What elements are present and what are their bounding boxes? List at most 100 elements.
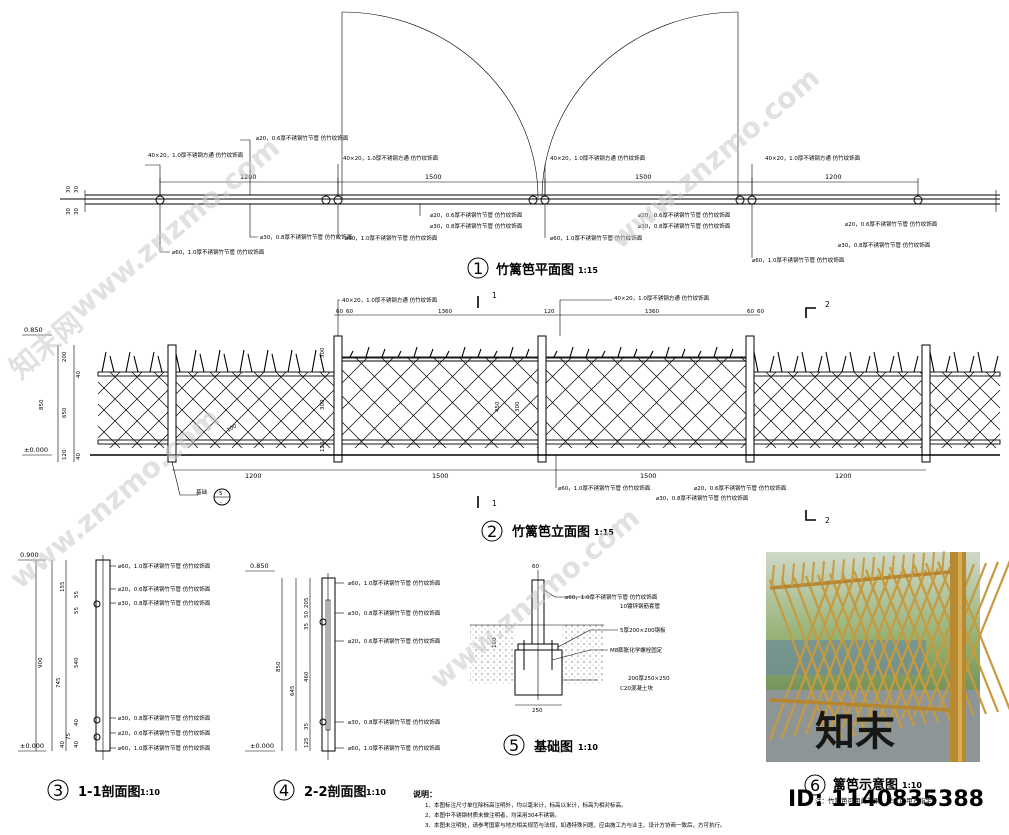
plan-callout-pipe20-4: ⌀20，0.6厚不锈钢竹节管 仿竹纹饰面 <box>845 220 938 228</box>
elev-left-dim-4: 650 <box>62 407 68 418</box>
plan-title-scale: 1:15 <box>578 266 598 275</box>
lattice-bar <box>929 425 953 449</box>
photo-bamboo <box>931 552 935 576</box>
lattice-bar <box>831 371 909 449</box>
elev-left-dim-5: 120 <box>62 449 68 460</box>
lattice-bar <box>97 371 121 395</box>
sec2-title-num: 4 <box>279 781 289 800</box>
lattice-bar <box>397 350 402 358</box>
photo-bamboo <box>791 563 795 587</box>
photo-bamboo <box>821 560 825 585</box>
sec2-dim-7: 35 <box>304 723 310 730</box>
lattice-bar <box>175 353 181 373</box>
lattice-bar <box>432 356 525 449</box>
sec1-title: 1-1剖面图 <box>78 784 141 800</box>
lattice-bar <box>809 371 887 449</box>
photo-bamboo <box>876 567 940 723</box>
elev-dim-top-1: 60 <box>336 309 343 315</box>
sec1-dim-2: 55 <box>74 591 80 598</box>
soil-left <box>470 625 515 685</box>
lattice-bar <box>319 353 325 373</box>
lattice-bar <box>271 353 277 373</box>
lattice-bar <box>297 411 335 449</box>
plan-dim-4: 1200 <box>825 173 842 181</box>
lattice-bar <box>275 389 335 449</box>
lattice-bar <box>445 350 450 358</box>
lattice-bar <box>889 355 895 373</box>
lattice-bar <box>985 433 1001 449</box>
plan-callout-pipe30-2: ⌀30，0.8厚不锈钢竹节管 仿竹纹饰面 <box>430 222 523 230</box>
sec2-callout-4: ⌀30，0.8厚不锈钢竹节管 仿竹纹饰面 <box>348 718 441 726</box>
lattice-bar <box>929 351 935 373</box>
photo-fence <box>768 551 1009 741</box>
lattice-bar <box>853 379 923 449</box>
elev-dim-top-4: 120 <box>544 309 555 315</box>
lattice-bar <box>493 350 498 358</box>
foundation-detail: 60 150 250 ⌀60，1.0厚不锈钢竹节管 仿竹纹饰面 10镀锌钢筋套管… <box>470 564 670 756</box>
lattice-bar <box>295 353 301 373</box>
lattice-bar <box>380 356 473 449</box>
photo-bamboo <box>840 571 904 729</box>
plan-callout-pipe20-3: ⌀20，0.6厚不锈钢竹节管 仿竹纹饰面 <box>638 211 731 219</box>
lattice-bar <box>545 356 625 436</box>
plan-callout-pipe30-1: ⌀30，0.8厚不锈钢竹节管 仿竹纹饰面 <box>260 233 353 241</box>
lattice-bar <box>484 394 539 449</box>
lattice-bar <box>97 371 165 439</box>
photo-bamboo <box>771 564 775 589</box>
lattice-bar <box>97 425 121 449</box>
sec1-dim-10: 40 <box>74 741 80 748</box>
photo-bamboo <box>871 556 875 581</box>
lattice-bar <box>525 348 530 358</box>
lattice-bar <box>175 371 221 417</box>
door-swing-left <box>341 11 539 199</box>
elev-left-dim-2: 40 <box>76 371 82 378</box>
photo-bamboo <box>781 564 785 588</box>
lattice-bar <box>109 389 169 449</box>
lattice-bar <box>319 433 335 449</box>
lattice-bar <box>311 349 317 373</box>
concrete-block <box>514 649 563 696</box>
lattice-bar <box>187 371 265 449</box>
sec1-level-bottom: ±0.000 <box>20 742 44 750</box>
lattice-bar <box>787 371 865 449</box>
photo-bamboo <box>861 557 865 581</box>
lattice-bar <box>793 355 799 373</box>
elevation-view: 0.850 ±0.000 200 40 850 650 120 40 60 60… <box>22 291 1001 542</box>
lattice-bar <box>941 389 1001 449</box>
lattice-bar <box>458 356 539 437</box>
lattice-bar <box>865 355 871 373</box>
lattice-bar <box>913 355 919 373</box>
lattice-bar <box>849 351 855 373</box>
sec2-dim-4: 850 <box>276 661 282 672</box>
found-dim-top: 60 <box>532 564 539 570</box>
elev-left-dim-3: 850 <box>39 399 45 410</box>
lattice-bar <box>510 420 539 449</box>
lattice-bar <box>649 350 654 358</box>
lattice-bar <box>633 348 638 358</box>
lattice-bar <box>97 403 143 449</box>
elev-dim-bottom-2: 1500 <box>432 472 449 480</box>
section-1-1: 0.900 ±0.000 155 55 55 40 900 540 745 40… <box>18 551 211 801</box>
lattice-bar <box>688 356 747 415</box>
sec1-level-top: 0.900 <box>20 551 39 559</box>
plan-view: 1200 1500 1500 1200 30 30 30 30 40×20，1.… <box>60 11 1000 279</box>
lattice-bar <box>109 355 115 373</box>
photo-bamboo <box>941 551 945 575</box>
plan-title: 竹篱笆平面图 <box>495 262 574 278</box>
elev-inner-d: 450 <box>495 401 501 412</box>
elev-callout-pipe60: ⌀60，1.0厚不锈钢竹节管 仿竹纹饰面 <box>558 484 651 492</box>
plan-callout-pipe60-1: ⌀60，1.0厚不锈钢竹节管 仿竹纹饰面 <box>172 248 265 256</box>
lattice-bar <box>175 381 243 449</box>
lattice-bar <box>569 346 574 358</box>
sec1-dim-5: 900 <box>38 657 44 668</box>
elevation-title: 竹篱笆立面图 <box>511 524 590 540</box>
lattice-bar <box>897 351 903 373</box>
lattice-bar <box>263 349 269 373</box>
plan-callout-pipe60-2: ⌀60，1.0厚不锈钢竹节管 仿竹纹饰面 <box>345 234 438 242</box>
watermark-site-1: www.znzmo.com <box>63 131 286 325</box>
sec1-title-num: 3 <box>53 781 63 800</box>
lattice-bar <box>714 416 747 449</box>
plan-dim-2: 1500 <box>425 173 442 181</box>
lattice-bar <box>153 433 169 449</box>
